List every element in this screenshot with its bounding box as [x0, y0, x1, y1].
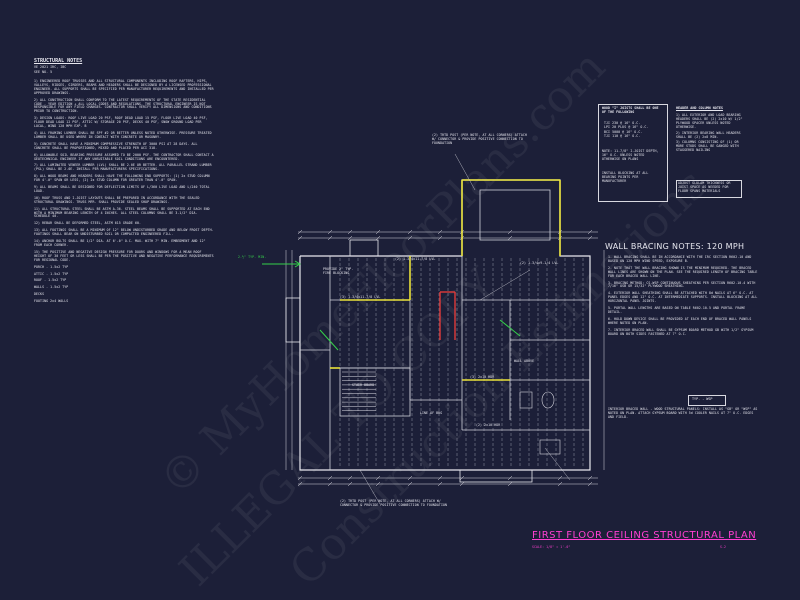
structural-note-4: 5) CONCRETE SHALL HAVE A MINIMUM COMPRES… — [34, 141, 200, 150]
header-notes-title: HEADER AND COLUMN NOTES — [676, 106, 723, 110]
header-item-1: 2) INTERIOR BEARING WALL HEADERS SHALL B… — [676, 130, 743, 139]
wall-bracing-list: 1. WALL BRACING SHALL BE IN ACCORDANCE W… — [608, 255, 760, 340]
header-notes-list: 1) ALL EXTERIOR AND LOAD BEARING HEADERS… — [676, 113, 746, 155]
plan-bottom-note: (2) TRTD POST (PER NOTE, AT ALL CORNERS)… — [340, 499, 448, 507]
header-notes-sub: ADJUST GLULAM THICKNESS OR JOIST SPACE A… — [678, 181, 733, 193]
structural-note-8: 9) ALL BEAMS SHALL BE DESIGNED FOR DEFLE… — [34, 185, 212, 193]
structural-note-9: 10) ROOF TRUSS AND I-JOIST LAYOUTS SHALL… — [34, 195, 202, 204]
structural-note-12: 13) ALL FOOTINGS SHALL BE A MINIMUM OF 1… — [34, 228, 216, 237]
joist-item-1: LPI 20 PLUS @ 16" O.C. — [604, 125, 649, 130]
header-sub-box — [676, 180, 742, 198]
joist-notes-extra: INSTALL BLOCKING AT ALL BEARING POINTS P… — [602, 171, 651, 183]
wall-bracing-item-2: 3. BRACING METHOD: CS-WSP CONTINUOUS SHE… — [608, 280, 758, 289]
structural-note-16: ATTIC - 1.5x2 TYP — [34, 271, 69, 276]
joist-notes-box — [598, 104, 668, 202]
joist-notes-title: WOOD "I" JOISTS SHALL BE ONE OF THE FOLL… — [602, 106, 661, 114]
header-item-0: 1) ALL EXTERIOR AND LOAD BEARING HEADERS… — [676, 113, 745, 129]
plan-lvl-1: (3) 1-3/4x11-7/8 LVL — [340, 295, 381, 299]
structural-note-0: 1) ENGINEERED ROOF TRUSSES AND ALL STRUC… — [34, 79, 216, 95]
plan-provide-label: PROVIDE 2" TYP. FIRE BLOCKING — [323, 267, 356, 275]
plan-line-of-brg: LINE OF BRG — [420, 411, 443, 415]
fixtures — [519, 391, 561, 455]
structural-notes-sub1: VE 2021 IRC, IBC — [34, 65, 67, 69]
dimension-lines — [285, 229, 605, 487]
wall-bracing-title: WALL BRACING NOTES: 120 MPH — [605, 242, 745, 251]
joist-notes-note: NOTE: 11-7/8" I-JOIST DEPTH, 16" O.C. UN… — [602, 149, 661, 161]
structural-note-14: 15) THE POSITIVE AND NEGATIVE DESIGN PRE… — [34, 249, 216, 262]
structural-notes-sub2: SEE NO. 5 — [34, 70, 53, 74]
wsp-tag-box — [688, 395, 726, 406]
plan-sheet: S-2 — [720, 545, 727, 549]
structural-notes-body: 1) ENGINEERED ROOF TRUSSES AND ALL STRUC… — [34, 79, 216, 307]
wall-bracing-final: INTERIOR BRACED WALL - WOOD STRUCTURAL P… — [608, 407, 760, 419]
structural-note-18: WALLS - 1.5x2 TYP — [34, 285, 69, 290]
wall-bracing-item-3: 4. EXTERIOR WALL SHEATHING SHALL BE ATTA… — [608, 291, 760, 304]
plan-lvl-4: (2) 2x10 HDR — [476, 423, 501, 427]
structural-note-7: 8) ALL WOOD BEAMS AND HEADERS SHALL HAVE… — [34, 174, 212, 183]
plan-beam-label: (2) 1-3/4x11-7/8 LVL — [395, 257, 436, 261]
interior-walls — [300, 189, 590, 470]
structural-note-11: 12) REBAR SHALL BE DEFORMED STEEL, ASTM … — [34, 221, 142, 226]
structural-note-15: PORCH - 1.5x2 TYP — [34, 264, 69, 269]
structural-note-13: 14) ANCHOR BOLTS SHALL BE 1/2" DIA. AT 6… — [34, 239, 208, 247]
structural-note-19: DECKS — [34, 292, 45, 297]
structural-note-17: ROOF - 1.5x2 TYP — [34, 278, 67, 283]
structural-note-1: 2) ALL CONSTRUCTION SHALL CONFORM TO THE… — [34, 97, 214, 114]
plan-callout: 2-½" TYP. MIN. — [238, 255, 267, 259]
beams-yellow — [330, 179, 561, 381]
stairs — [342, 371, 376, 411]
joist-item-0: TJI 230 @ 16" O.C. — [604, 121, 641, 125]
joist-notes-list: TJI 230 @ 16" O.C.LPI 20 PLUS @ 16" O.C.… — [604, 121, 664, 140]
joist-lines — [339, 258, 584, 468]
plan-stair-board: STAIR BOARD — [352, 383, 375, 387]
structural-note-2: 3) DESIGN LOADS: ROOF LIVE LOAD 20 PSF, … — [34, 116, 210, 129]
leaders — [359, 153, 571, 505]
plan-scale: SCALE: 1/8" = 1'-0" — [532, 545, 571, 549]
beams-red — [439, 291, 456, 340]
plan-wall-above: WALL ABOVE — [514, 359, 535, 363]
structural-notes-title: STRUCTURAL NOTES — [34, 58, 83, 64]
plan-top-note: (2) TRTD POST (PER NOTE, AT ALL CORNERS)… — [432, 133, 529, 145]
wall-bracing-item-1: 2. NOTE THAT THE WALL BRACING SHOWN IS T… — [608, 265, 760, 278]
joist-item-3: TJI 110 @ 16" O.C. — [604, 134, 641, 139]
wall-bracing-item-0: 1. WALL BRACING SHALL BE IN ACCORDANCE W… — [608, 255, 754, 263]
header-item-2: 3) COLUMNS CONSISTING OF (1) OR MORE STU… — [676, 140, 741, 153]
plan-title: FIRST FLOOR CEILING STRUCTURAL PLAN — [532, 530, 757, 541]
joist-item-2: BCI 5000 @ 16" O.C. — [604, 129, 643, 134]
structural-note-6: 7) ALL LAMINATED VENEER LUMBER (LVL) SHA… — [34, 163, 214, 172]
plan-lvl-3: (3) 2x10 HDR — [470, 375, 495, 379]
structural-note-20: FOOTING 2x4 WALLS — [34, 299, 69, 304]
bracing-arrows — [262, 260, 521, 351]
outer-walls — [285, 179, 591, 483]
plan-lvl-2: (2) 1-3/4x9-1/4 LVL — [520, 261, 559, 265]
structural-note-5: 6) ALLOWABLE SOIL BEARING PRESSURE ASSUM… — [34, 152, 216, 161]
wall-bracing-item-6: 7. INTERIOR BRACED WALL SHALL BE GYPSUM … — [608, 327, 756, 336]
wall-bracing-item-5: 6. HOLD DOWN DEVICE SHALL BE PROVIDED AT… — [608, 316, 754, 325]
structural-note-10: 11) ALL STRUCTURAL STEEL SHALL BE ASTM A… — [34, 206, 212, 219]
structural-note-3: 4) ALL FRAMING LUMBER SHALL BE SPF #2 OR… — [34, 130, 214, 139]
wall-bracing-item-4: 5. PORTAL WALL LENGTHS ARE BASED ON TABL… — [608, 306, 748, 314]
wsp-tag: TYP. - WSP — [692, 397, 713, 401]
